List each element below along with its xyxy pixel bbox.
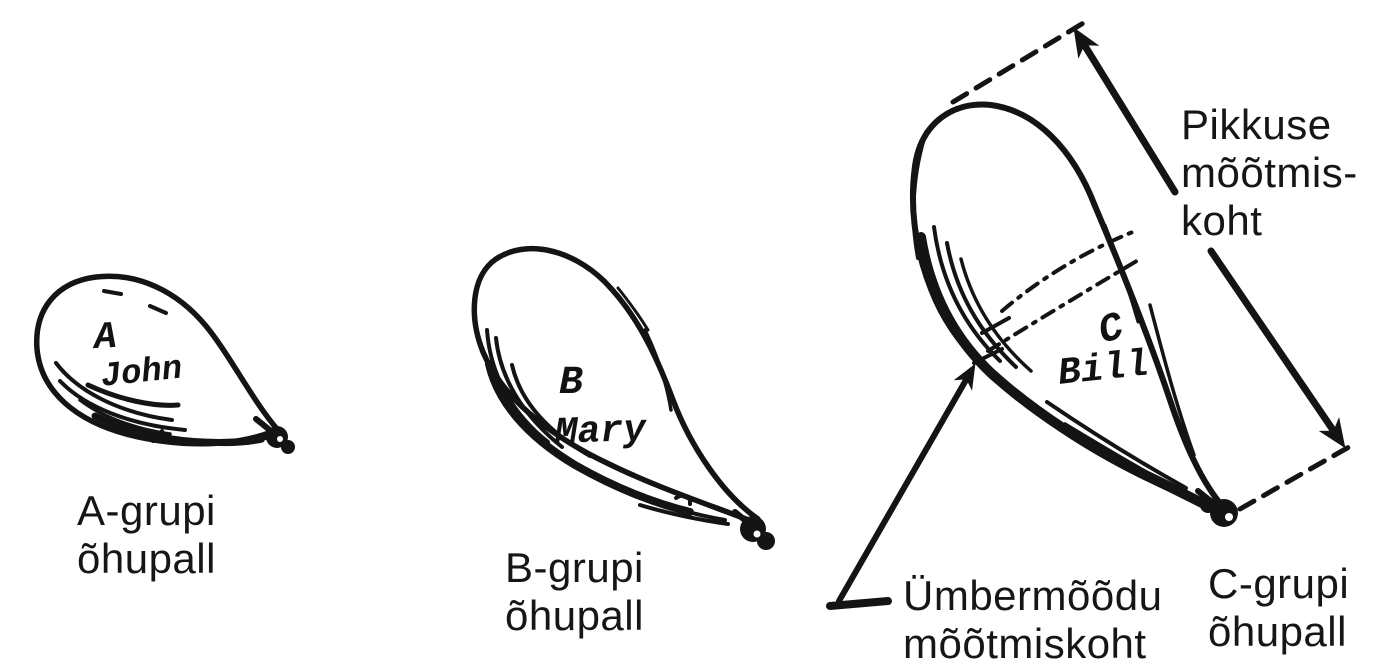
- length-extension-dashed-top: [950, 16, 1093, 105]
- balloon-b-outline: [471, 245, 761, 525]
- caption-line: õhupall: [505, 592, 644, 639]
- annotation-line: Pikkuse: [1181, 101, 1332, 148]
- balloon-c-sketch: [909, 101, 1238, 527]
- girth-arrow: [836, 363, 976, 604]
- balloon-b-shading-line: [510, 363, 592, 458]
- balloon-a-knot: [266, 426, 288, 448]
- balloon-a-shading-line: [54, 361, 174, 422]
- caption-line: B-grupi: [505, 544, 644, 591]
- balloon-a-sketch: [34, 273, 295, 454]
- annotation-line: koht: [1181, 197, 1263, 244]
- annotation-line: mõõtmiskoht: [903, 620, 1147, 667]
- girth-circle-dashdot: [1000, 229, 1137, 313]
- balloon-c-neck-line: [1045, 400, 1188, 490]
- length-arrow-lower: [1207, 247, 1346, 449]
- balloon-a-letter: A: [93, 315, 119, 360]
- balloon-a-knot: [281, 440, 295, 454]
- caption-line: õhupall: [1208, 608, 1347, 655]
- annotation-line: mõõtmis-: [1181, 149, 1358, 196]
- balloon-c-knot-highlight: [1225, 513, 1233, 521]
- balloon-a-highlight-dash: [102, 289, 123, 296]
- balloon-b-inner-right-line: [616, 286, 650, 332]
- balloon-b-neck-line: [628, 490, 727, 522]
- girth-tick: [980, 316, 1011, 335]
- balloon-b-caption: B-grupi õhupall: [505, 544, 644, 640]
- balloon-b-knot: [757, 532, 775, 550]
- balloon-c-shading-line: [959, 257, 1033, 373]
- balloon-a-shading-line: [85, 382, 181, 408]
- balloon-b-sketch: [471, 245, 775, 550]
- balloon-c-caption: C-grupi õhupall: [1208, 560, 1349, 656]
- balloon-a-highlight-dash: [148, 304, 168, 315]
- girth-measure-label: Ümbermõõdu mõõtmiskoht: [903, 572, 1162, 668]
- balloon-a-caption: A-grupi õhupall: [77, 487, 216, 583]
- balloon-c-shading-line: [932, 225, 1002, 363]
- balloon-b-neck-line: [638, 503, 730, 526]
- caption-line: A-grupi: [77, 487, 216, 534]
- length-measure-label: Pikkuse mõõtmis- koht: [1181, 101, 1358, 245]
- balloon-a-notch: [142, 429, 164, 443]
- balloon-c-knot: [1200, 497, 1216, 513]
- balloon-b-shading-line: [494, 336, 564, 449]
- girth-arrow-foot: [826, 597, 892, 610]
- length-extension-dashed-bottom: [1237, 440, 1359, 512]
- balloon-c-right-inner-line: [1148, 303, 1196, 457]
- balloon-a-knot-highlight: [277, 436, 283, 442]
- balloon-b-knot-highlight: [753, 530, 761, 538]
- caption-line: C-grupi: [1208, 560, 1350, 607]
- girth-circle-dashdot: [986, 257, 1142, 353]
- length-arrow-upper: [1073, 27, 1179, 196]
- balloon-b-owner-name: Mary: [554, 408, 647, 455]
- balloon-c-neck-line: [1063, 422, 1194, 499]
- balloon-b-inner-right-line: [643, 328, 673, 412]
- measurement-arrows: [826, 16, 1359, 610]
- balloon-c-left-inner-line: [911, 130, 928, 260]
- balloon-a-shading-line: [58, 379, 187, 432]
- balloon-b-shading-line: [485, 328, 550, 444]
- annotation-line: Ümbermõõdu: [903, 572, 1163, 619]
- balloon-b-letter: B: [559, 361, 584, 406]
- balloon-c-right-inner-line: [1103, 223, 1140, 324]
- girth-tick: [972, 347, 1004, 365]
- caption-line: õhupall: [77, 535, 216, 582]
- balloon-c-shading-line: [945, 241, 1018, 369]
- balloon-b-neck-curl: [674, 493, 693, 506]
